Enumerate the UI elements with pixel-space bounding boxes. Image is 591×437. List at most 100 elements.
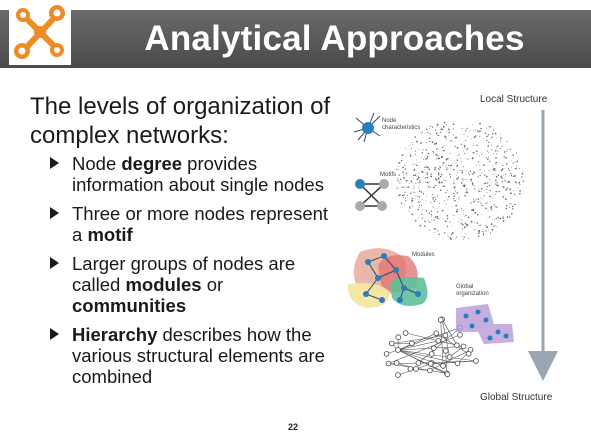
cloud-dot	[472, 152, 475, 154]
cloud-dot	[496, 147, 498, 149]
cloud-dot	[413, 187, 415, 189]
cloud-dot	[478, 232, 480, 235]
cloud-dot	[453, 200, 455, 202]
cloud-dot	[446, 189, 448, 191]
cloud-dot	[446, 214, 449, 217]
title-bar	[0, 10, 591, 68]
cloud-dot	[458, 221, 460, 223]
cloud-dot	[480, 190, 482, 192]
cloud-dot	[502, 164, 504, 166]
cloud-dot	[429, 133, 432, 135]
cloud-dot	[495, 157, 497, 159]
cloud-dot	[510, 197, 512, 199]
cloud-dot	[467, 216, 470, 218]
cloud-dot	[447, 199, 449, 201]
cloud-dot	[455, 204, 458, 207]
cloud-dot	[487, 182, 489, 184]
network-node	[442, 332, 449, 339]
cloud-dot	[405, 148, 407, 150]
cloud-dot	[473, 136, 476, 139]
cloud-dot	[430, 210, 433, 213]
cloud-dot	[416, 178, 419, 181]
cloud-dot	[410, 201, 413, 203]
cloud-dot	[466, 170, 467, 172]
cloud-dot	[465, 191, 468, 194]
cloud-dot	[491, 209, 493, 211]
cloud-dot	[452, 134, 454, 136]
network-node	[383, 351, 390, 357]
cloud-dot	[434, 178, 437, 180]
cloud-dot	[425, 181, 426, 183]
cloud-dot	[455, 194, 457, 196]
cloud-dot	[436, 215, 439, 218]
cloud-dot	[453, 215, 455, 217]
cloud-dot	[490, 223, 493, 225]
cloud-dot	[407, 180, 408, 182]
network-node	[437, 317, 444, 323]
cloud-dot	[462, 209, 464, 211]
cloud-dot	[446, 218, 449, 220]
bullet-arrow-icon	[50, 328, 59, 340]
cloud-dot	[414, 174, 417, 176]
cloud-dot	[474, 212, 477, 214]
cloud-dot	[479, 174, 481, 177]
cloud-dot	[448, 173, 451, 175]
cloud-dot	[409, 183, 410, 184]
network-node	[415, 360, 422, 366]
cloud-dot	[479, 224, 481, 226]
cloud-dot	[434, 227, 436, 230]
cloud-dot	[414, 136, 417, 138]
cloud-dot	[419, 181, 421, 183]
cloud-dot	[444, 136, 447, 138]
cloud-dot	[512, 154, 514, 156]
cloud-dot	[498, 190, 501, 193]
cloud-dot	[431, 219, 432, 221]
cloud-dot	[504, 168, 505, 170]
cloud-dot	[401, 154, 404, 156]
cloud-dot	[504, 179, 506, 181]
cloud-dot	[450, 164, 453, 167]
cloud-dot	[477, 198, 480, 200]
cloud-dot	[509, 188, 512, 191]
cloud-dot	[430, 175, 433, 178]
cloud-dot	[453, 169, 455, 171]
cloud-dot	[421, 199, 423, 201]
bullet-arrow-icon	[50, 207, 59, 219]
cloud-dot	[466, 128, 468, 129]
cloud-dot	[501, 186, 503, 188]
cloud-dot	[476, 153, 478, 155]
cloud-dot	[516, 165, 518, 167]
slide-title: Analytical Approaches	[144, 19, 525, 58]
cloud-dot	[480, 202, 482, 205]
cloud-dot	[463, 152, 466, 154]
cloud-dot	[453, 192, 455, 195]
cloud-dot	[402, 171, 404, 173]
cloud-dot	[519, 192, 521, 195]
cloud-dot	[398, 166, 399, 167]
cloud-dot	[485, 182, 487, 184]
cloud-dot	[409, 206, 411, 208]
cloud-dot	[487, 150, 489, 152]
cloud-dot	[489, 232, 492, 234]
cloud-dot	[517, 168, 519, 170]
cloud-dot	[482, 198, 483, 200]
cloud-dot	[466, 225, 468, 227]
cloud-dot	[436, 125, 438, 127]
cloud-dot	[501, 145, 503, 147]
cloud-dot	[446, 138, 447, 140]
cloud-dot	[500, 175, 502, 178]
cloud-dot	[486, 185, 489, 188]
cloud-dot	[471, 182, 474, 185]
cloud-dot	[438, 233, 440, 236]
cloud-dot	[440, 127, 442, 129]
cloud-dot	[405, 180, 408, 182]
cloud-dot	[424, 169, 426, 171]
cloud-dot	[448, 132, 450, 134]
cloud-dot	[455, 230, 456, 232]
cloud-dot	[495, 217, 497, 220]
cloud-dot	[437, 155, 439, 157]
cloud-dot	[448, 129, 450, 131]
cloud-dot	[519, 189, 521, 192]
cloud-dot	[411, 144, 413, 146]
cloud-dot	[486, 191, 488, 193]
